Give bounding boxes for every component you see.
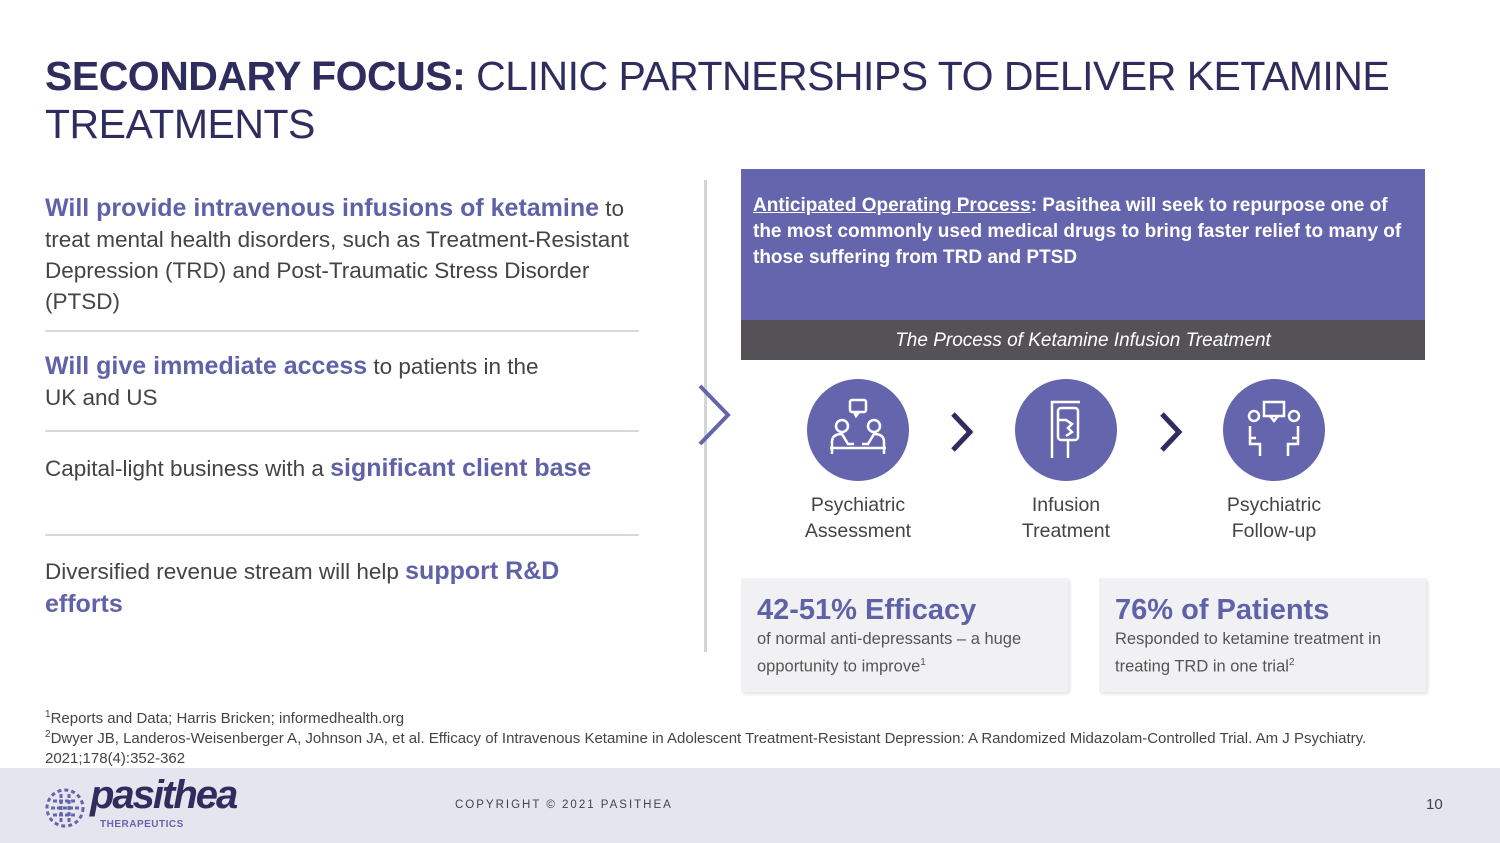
conversation-icon — [1223, 379, 1325, 481]
process-title: The Process of Ketamine Infusion Treatme… — [741, 320, 1425, 360]
title-bold: SECONDARY FOCUS: — [45, 53, 466, 99]
vertical-divider — [704, 180, 707, 652]
page-number: 10 — [1426, 796, 1443, 813]
footnote: 1Reports and Data; Harris Bricken; infor… — [45, 709, 405, 727]
chevron-right-icon — [698, 384, 731, 446]
chevron-right-icon — [951, 412, 974, 452]
process-description: Anticipated Operating Process: Pasithea … — [741, 169, 1425, 320]
iv-bag-icon — [1015, 379, 1117, 481]
consultation-icon — [807, 379, 909, 481]
slide-title: SECONDARY FOCUS: CLINIC PARTNERSHIPS TO … — [45, 52, 1485, 148]
title-rest: CLINIC PARTNERSHIPS TO DELIVER KETAMINE … — [45, 53, 1390, 147]
logo-mark-icon — [45, 788, 85, 828]
footer: pasithea THERAPEUTICS COPYRIGHT © 2021 P… — [0, 768, 1500, 843]
copyright: COPYRIGHT © 2021 PASITHEA — [455, 799, 673, 811]
point-2: Will give immediate access to patients i… — [45, 352, 539, 410]
logo-subtext: THERAPEUTICS — [100, 819, 184, 830]
chevron-right-icon — [1160, 412, 1183, 452]
divider — [45, 534, 639, 536]
logo-text: pasithea — [90, 773, 238, 817]
footnote: 2Dwyer JB, Landeros-Weisenberger A, John… — [45, 729, 1367, 767]
point-3: Capital-light business with a significan… — [45, 454, 592, 482]
point-4: Diversified revenue stream will help sup… — [45, 557, 560, 618]
divider — [45, 430, 639, 432]
point-1: Will provide intravenous infusions of ke… — [45, 194, 630, 314]
divider — [45, 330, 639, 332]
